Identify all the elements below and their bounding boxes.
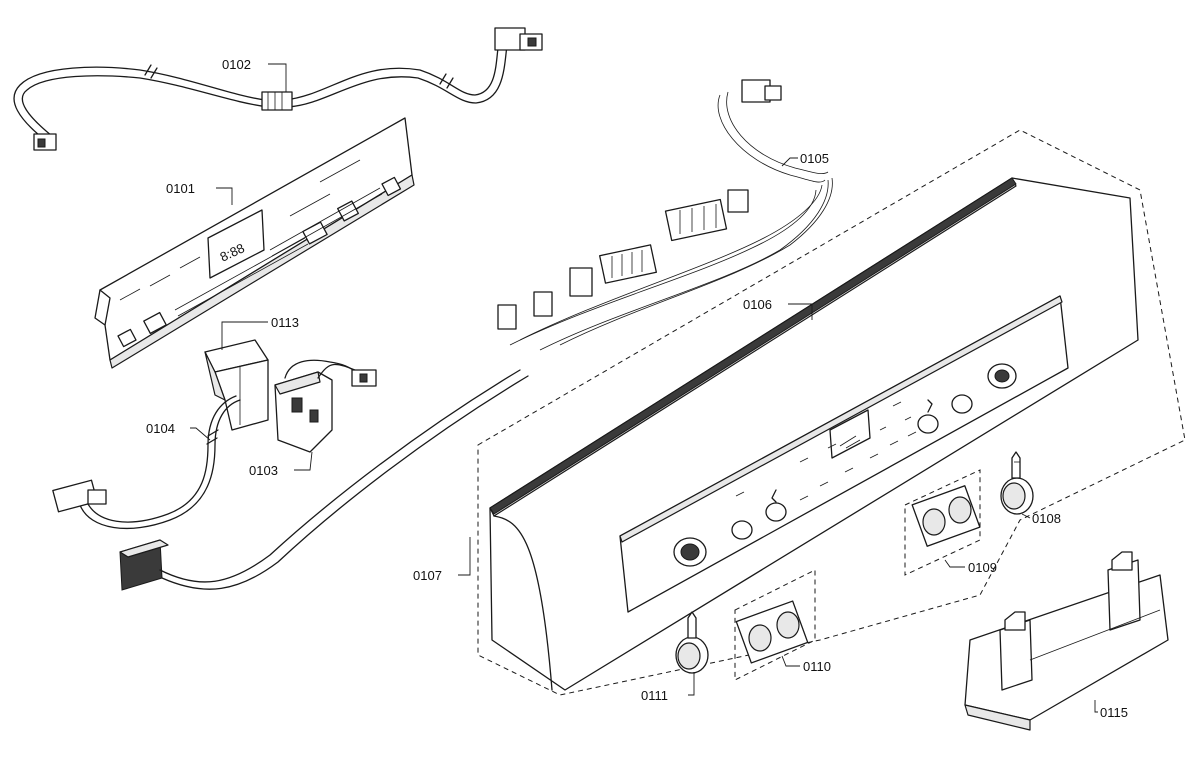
knob-0111 bbox=[675, 611, 709, 674]
cable-0104 bbox=[52, 395, 241, 530]
label-0107: 0107 bbox=[413, 568, 442, 583]
front-panel-0107 bbox=[489, 177, 1139, 691]
label-0115: 0115 bbox=[1100, 705, 1128, 720]
panel-group-boundary-0107 bbox=[477, 129, 1186, 696]
bracket-0113 bbox=[204, 339, 269, 431]
control-board-0101: 8:88 bbox=[94, 117, 415, 369]
wire-harness-0105 bbox=[497, 79, 833, 351]
label-0108: 0108 bbox=[1032, 511, 1061, 526]
double-button-0110 bbox=[734, 569, 816, 681]
wire-harness-0102 bbox=[13, 27, 543, 151]
knob-0108 bbox=[1000, 451, 1034, 515]
switch-module-0103 bbox=[274, 359, 377, 453]
label-0110: 0110 bbox=[803, 659, 831, 674]
label-0105: 0105 bbox=[800, 151, 829, 166]
leader-lines bbox=[190, 63, 1098, 713]
part-labels: 0101 0102 0103 0104 0105 0106 0107 0108 … bbox=[146, 57, 1128, 720]
double-button-0109 bbox=[904, 469, 981, 576]
trim-strip-0106 bbox=[489, 177, 1017, 515]
label-0102: 0102 bbox=[222, 57, 251, 72]
label-0104: 0104 bbox=[146, 421, 175, 436]
label-0113: 0113 bbox=[271, 315, 299, 330]
label-0109: 0109 bbox=[968, 560, 997, 575]
long-cable-with-block bbox=[119, 369, 529, 591]
label-0103: 0103 bbox=[249, 463, 278, 478]
label-0101: 0101 bbox=[166, 181, 195, 196]
label-0111: 0111 bbox=[641, 688, 668, 703]
label-0106: 0106 bbox=[743, 297, 772, 312]
bracket-0115 bbox=[964, 551, 1169, 731]
